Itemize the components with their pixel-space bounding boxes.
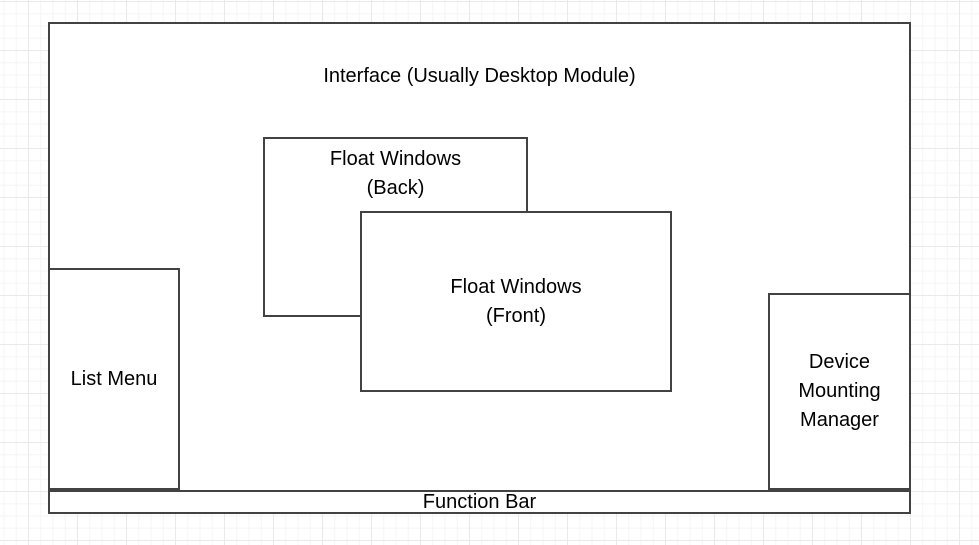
device-mounting-manager-label: Device Mounting Manager xyxy=(798,351,881,431)
float-windows-back-label: Float Windows (Back) xyxy=(329,148,462,199)
function-bar-label: Function Bar xyxy=(422,491,537,513)
interface-container-label: Interface (Usually Desktop Module) xyxy=(323,65,636,87)
list-menu-node[interactable]: List Menu xyxy=(48,268,180,490)
device-mounting-manager-node[interactable]: Device Mounting Manager xyxy=(768,293,911,490)
list-menu-label: List Menu xyxy=(70,367,158,390)
float-windows-front-node[interactable]: Float Windows (Front) xyxy=(360,211,672,392)
float-windows-front-label: Float Windows (Front) xyxy=(450,275,582,327)
function-bar-node[interactable]: Function Bar xyxy=(48,490,911,514)
